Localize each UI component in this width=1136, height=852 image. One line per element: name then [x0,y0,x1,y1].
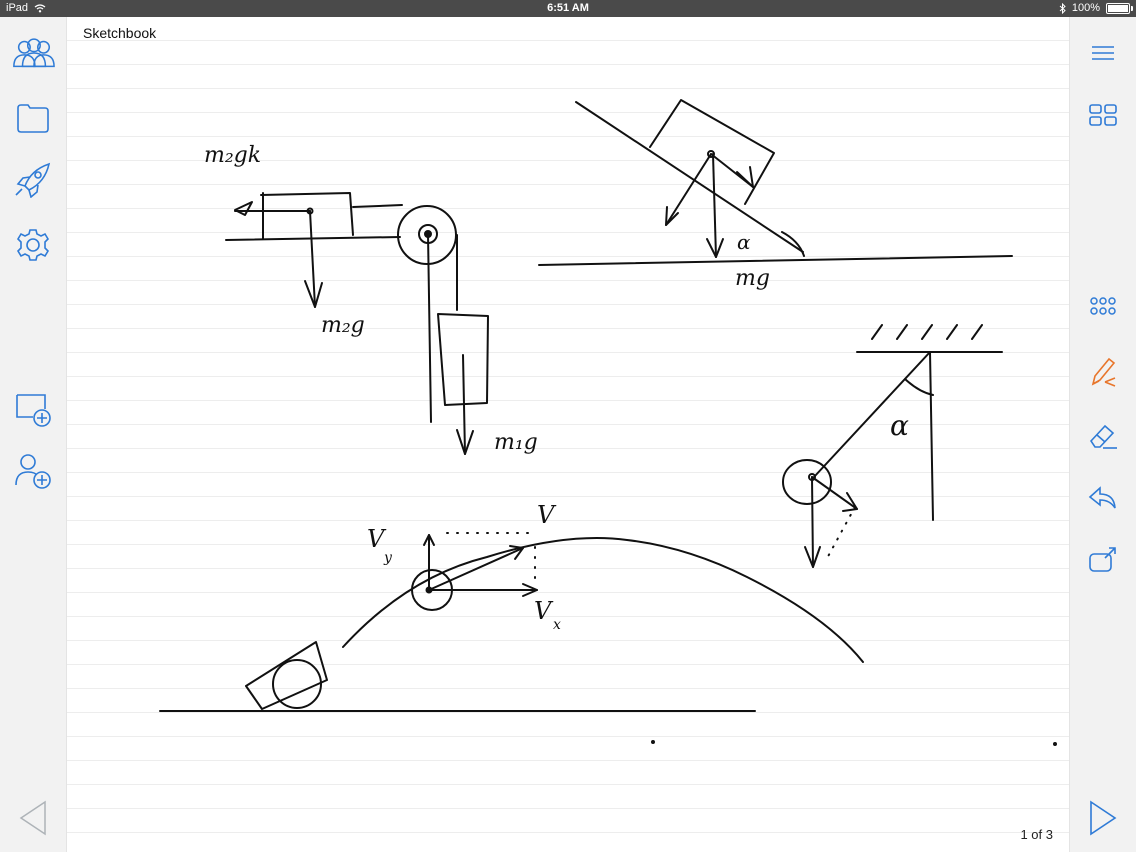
label-m2g: m₂g [321,313,365,338]
eraser-icon[interactable] [1081,414,1125,458]
grid-icon[interactable] [1081,93,1125,137]
label-vx-subscript: x [553,617,561,633]
clock: 6:51 AM [547,2,589,14]
pendulum-sketch [782,324,1003,568]
folder-icon[interactable] [11,96,55,140]
rocket-icon[interactable] [11,158,55,202]
status-bar: iPad 6:51 AM 100% [0,0,1136,17]
people-icon[interactable] [11,31,55,75]
pulley-sketch [225,192,489,455]
battery-icon [1106,2,1133,14]
label-vy: V [367,525,387,553]
label-alpha-pendulum: α [890,409,909,442]
drawing-canvas[interactable]: Sketchbook [67,17,1069,852]
document-title: Sketchbook [83,25,157,41]
label-alpha-incline: α [737,230,751,254]
chevron-right-icon[interactable] [1081,796,1125,840]
battery-percent: 100% [1071,2,1100,14]
label-v: V [537,501,557,529]
label-vy-subscript: y [383,550,393,566]
pen-icon[interactable] [1081,351,1125,395]
handwriting-layer: m₂gk m₂g m₁g mg α α V y V V x [159,99,1057,746]
chevron-left-icon[interactable] [11,796,55,840]
share-icon[interactable] [1081,538,1125,582]
add-person-icon[interactable] [11,449,55,493]
label-m2gk: m₂gk [204,143,261,168]
label-m1g: m₁g [494,430,538,455]
left-toolbar [0,17,67,852]
add-page-icon[interactable] [11,387,55,431]
incline-sketch [538,99,1013,266]
label-vx: V [534,597,554,625]
gear-icon[interactable] [11,223,55,267]
device-name: iPad [6,2,29,14]
bluetooth-icon [1059,2,1066,14]
projectile-sketch [159,532,864,712]
page-indicator: 1 of 3 [1020,827,1053,842]
hamburger-icon[interactable] [1081,31,1125,75]
undo-icon[interactable] [1081,476,1125,520]
label-mg: mg [735,266,770,291]
right-toolbar [1069,17,1136,852]
dots-icon[interactable] [1081,284,1125,328]
wifi-icon [34,3,46,12]
